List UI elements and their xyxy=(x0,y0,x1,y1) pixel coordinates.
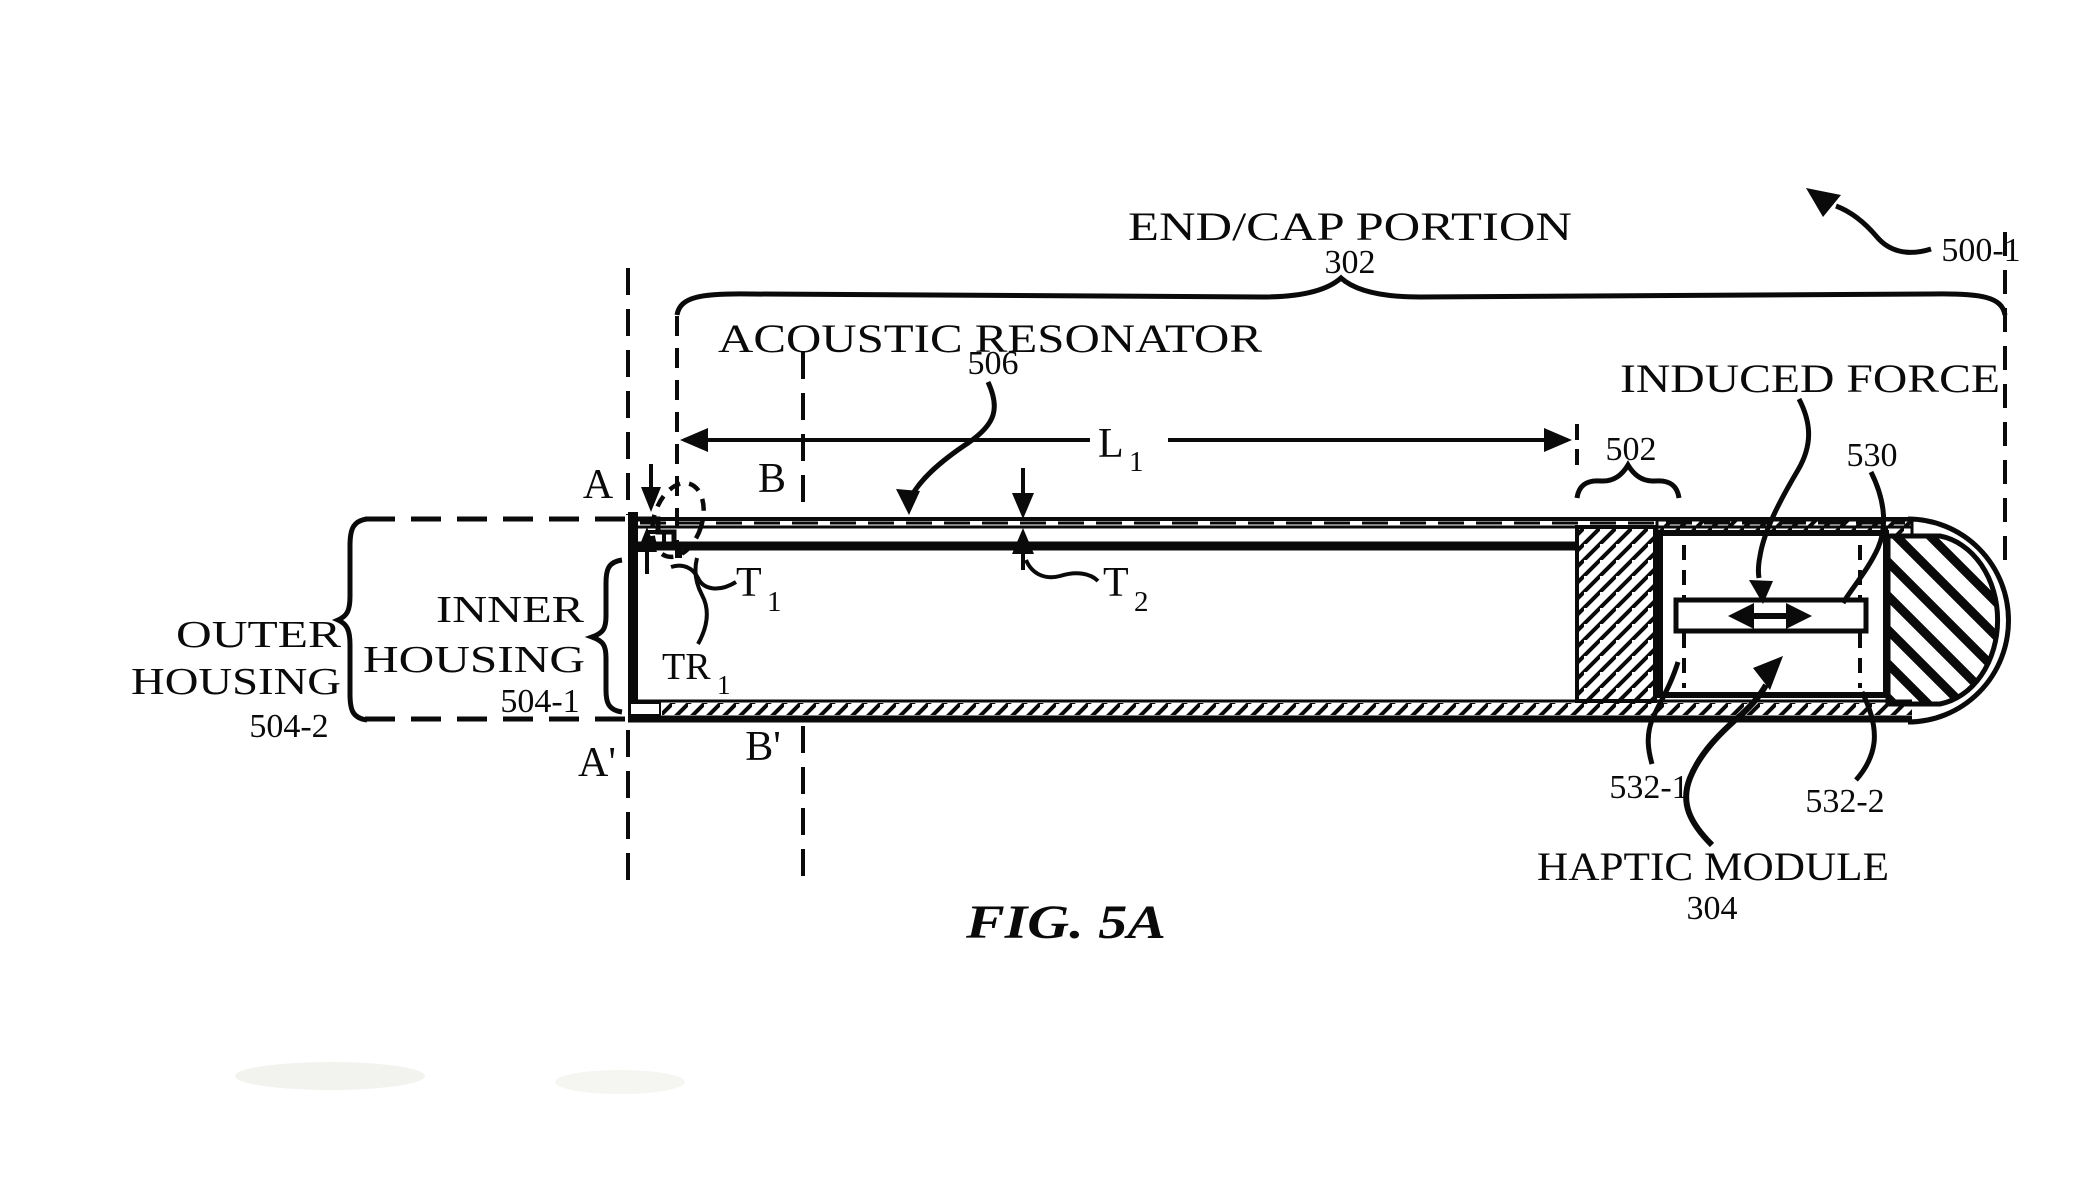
haptic-module-arrowhead xyxy=(1753,656,1783,690)
induced-force-label: INDUCED FORCE xyxy=(1620,356,2000,401)
resonator-leader xyxy=(908,380,997,499)
end-cap-portion-label: END/CAP PORTION xyxy=(1128,204,1572,249)
scan-artifact xyxy=(235,1062,425,1090)
t1-subscript: 1 xyxy=(767,586,782,618)
end-wall-brace xyxy=(1574,460,1682,499)
motion-arrow-right-head xyxy=(1786,603,1812,629)
inner-housing-left-wall xyxy=(628,512,638,722)
l1-dimension-subscript: 1 xyxy=(1129,446,1144,478)
trench-step-lower xyxy=(646,530,682,558)
motion-arrow-left-head xyxy=(1728,603,1754,629)
outer-housing-brace xyxy=(331,516,368,723)
inner-housing-label-line2: HOUSING xyxy=(363,639,585,681)
induced-force-arrowhead xyxy=(1749,580,1773,604)
section-a-label: A xyxy=(583,462,614,508)
figure-ref-label: 500-1 xyxy=(1941,232,2020,269)
figure-caption: FIG. 5A xyxy=(965,896,1166,949)
section-a-prime-label: A' xyxy=(578,740,616,786)
end-wall-502 xyxy=(1575,525,1657,703)
section-b-label: B xyxy=(758,456,786,502)
haptic-module-leader xyxy=(1683,683,1769,848)
scan-artifact xyxy=(555,1070,685,1094)
l1-right-arrowhead xyxy=(1544,428,1572,452)
end-wall-ref: 502 xyxy=(1606,431,1657,468)
t2-label: T xyxy=(1103,560,1129,606)
outer-housing-label-line2: HOUSING xyxy=(131,661,341,703)
mount-532-2-leader xyxy=(1854,690,1877,782)
figure-ref-arrowhead xyxy=(1806,188,1841,217)
figure-ref-leader xyxy=(1835,203,1932,255)
haptic-module-label: HAPTIC MODULE xyxy=(1537,844,1889,889)
inner-housing-ref: 504-1 xyxy=(500,683,579,720)
t2-upper-arrowhead xyxy=(1012,493,1034,519)
tr1-leader xyxy=(693,557,709,645)
end-cap-portion-ref: 302 xyxy=(1325,244,1376,281)
t2-subscript: 2 xyxy=(1134,586,1149,618)
t1-upper-arrowhead xyxy=(641,487,661,512)
bottom-wall-hatch xyxy=(662,703,1912,715)
acoustic-resonator-ref: 506 xyxy=(968,345,1019,382)
tr1-label: TR xyxy=(662,646,711,688)
inner-housing-label-line1: INNER xyxy=(436,589,585,631)
outer-housing-ref: 504-2 xyxy=(249,708,328,745)
mass-ref: 530 xyxy=(1847,437,1898,474)
outer-housing-label-line1: OUTER xyxy=(176,614,342,656)
induced-force-leader xyxy=(1755,397,1812,579)
t1-lower-arrowhead xyxy=(637,527,657,552)
trench-detail-ellipse xyxy=(650,480,706,560)
mount-532-1-leader xyxy=(1645,661,1681,765)
end-cap-outline xyxy=(1907,516,2011,725)
haptic-module-ref: 304 xyxy=(1687,890,1738,927)
t1-label: T xyxy=(736,560,762,606)
end-cap-portion-brace xyxy=(674,274,2008,316)
acoustic-resonator-label: ACOUSTIC RESONATOR xyxy=(718,316,1262,361)
resonator-arrowhead xyxy=(896,489,920,515)
mass-530-leader xyxy=(1840,470,1887,605)
inner-housing-brace xyxy=(584,557,623,715)
l1-left-arrowhead xyxy=(680,428,708,452)
end-cap-body xyxy=(1885,533,2001,707)
tr1-subscript: 1 xyxy=(717,670,731,700)
t2-lower-arrowhead xyxy=(1012,528,1034,554)
t2-leader xyxy=(1024,559,1100,583)
section-b-prime-label: B' xyxy=(745,724,781,770)
l1-dimension-label: L xyxy=(1098,421,1124,467)
mount-532-1-ref: 532-1 xyxy=(1609,769,1688,806)
bottom-wall-left-step xyxy=(629,702,661,716)
t1-leader xyxy=(670,563,738,591)
mount-532-2-ref: 532-2 xyxy=(1805,783,1884,820)
